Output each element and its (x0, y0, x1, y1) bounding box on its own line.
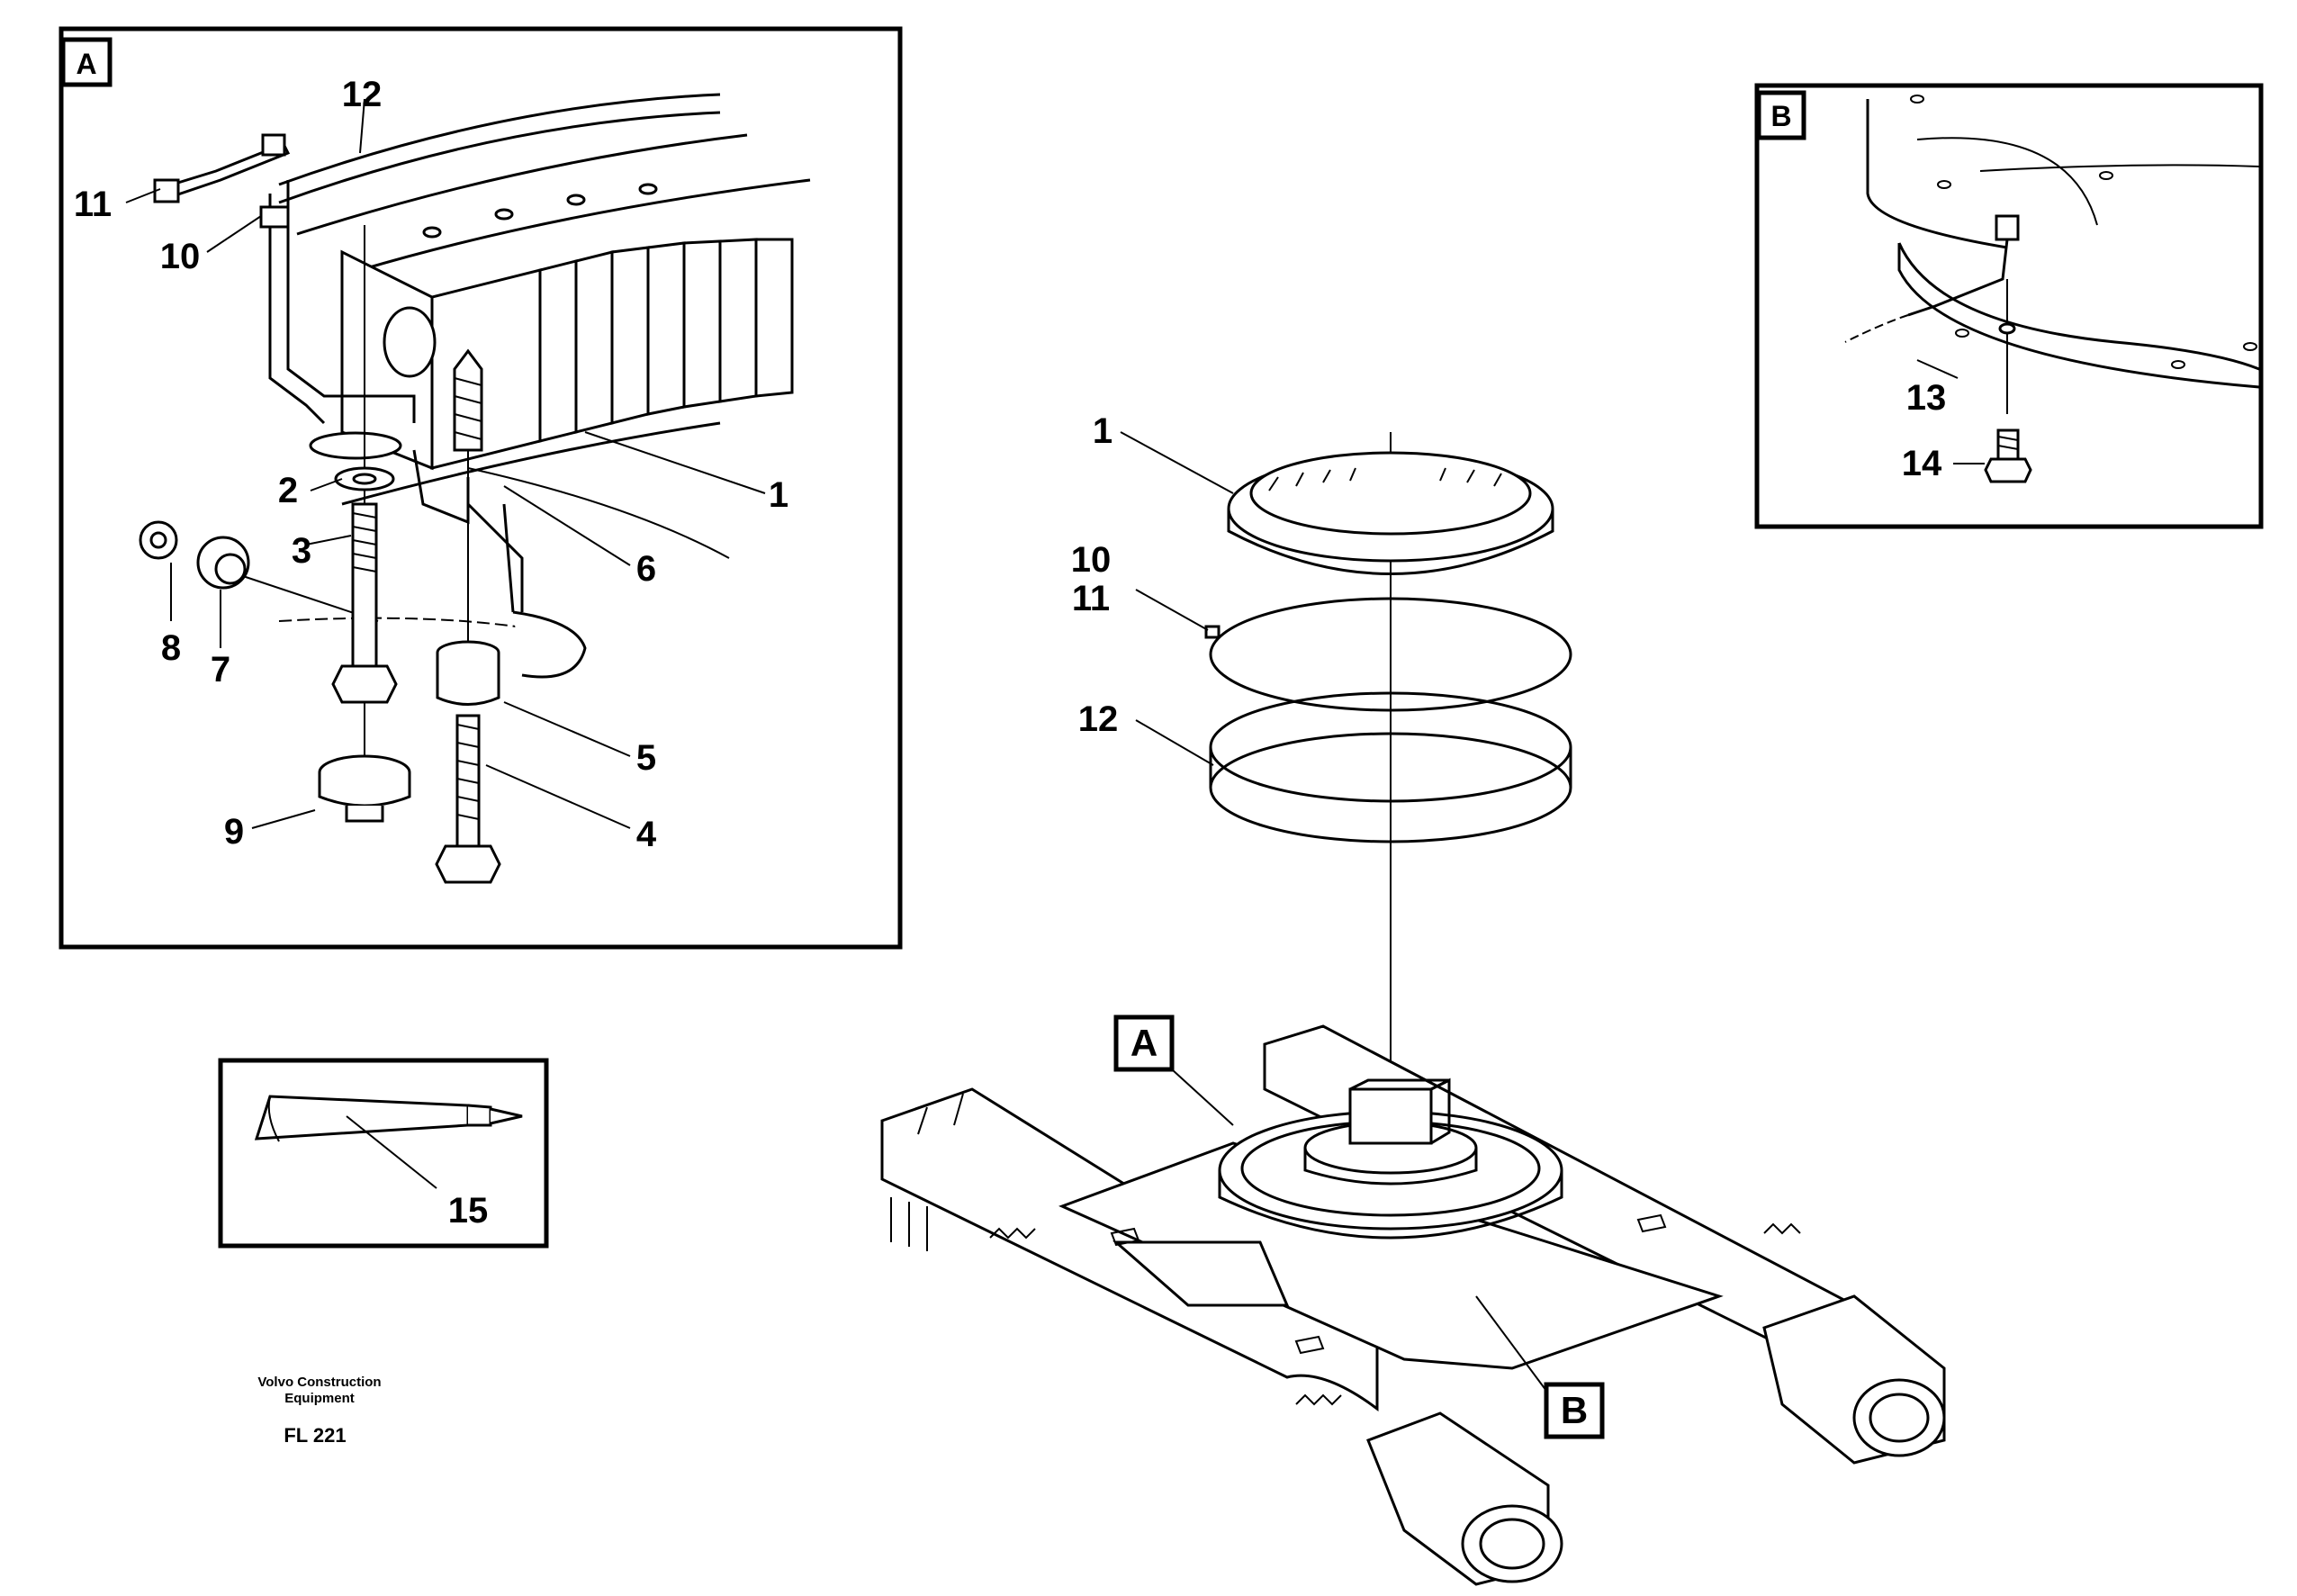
company-line-1: Volvo Construction (257, 1375, 381, 1390)
callout-5: 5 (636, 738, 656, 778)
callout-12-main: 12 (1078, 699, 1119, 739)
callout-11-main: 11 (1072, 579, 1110, 618)
figure-code: FL 221 (284, 1424, 346, 1447)
sealant-tube-icon (254, 1095, 470, 1141)
callout-7: 7 (211, 650, 230, 690)
callout-6: 6 (636, 549, 656, 589)
company-line-2: Equipment (284, 1391, 355, 1406)
callout-4: 4 (636, 815, 657, 854)
footer: Volvo Construction Equipment FL 221 (257, 1375, 381, 1447)
detail-a-tag-box (60, 37, 113, 87)
part-1-slew-bearing (1227, 451, 1554, 575)
callout-1-main: 1 (1093, 411, 1112, 451)
detail-b-tag: B (1770, 100, 1791, 132)
part-4-5-stud (435, 348, 501, 884)
main-tag-b-box (1544, 1382, 1605, 1439)
ring-holes (422, 183, 658, 239)
gear-teeth (340, 238, 794, 471)
undercarriage-frame (880, 1024, 1946, 1586)
callout-12: 12 (342, 75, 383, 114)
sealant-frame (218, 1058, 549, 1249)
main-tag-a: A (1130, 1022, 1158, 1064)
detail-a-panel: A (59, 26, 903, 950)
detail-b-panel: B 13 14 (1754, 83, 2264, 529)
callout-10: 10 (160, 237, 201, 276)
detail-a-tag: A (76, 48, 96, 80)
part-14-bolt (1984, 428, 2032, 483)
callout-11: 11 (74, 185, 112, 224)
part-10-11-ring (1209, 597, 1572, 712)
sealant-panel: 15 (218, 1058, 549, 1249)
exploded-view: 1 10 11 12 (880, 411, 1946, 1586)
callout-14: 14 (1902, 444, 1942, 483)
callout-1-detail: 1 (769, 475, 788, 515)
callout-8: 8 (161, 628, 181, 668)
main-tag-a-box (1113, 1014, 1175, 1072)
callout-9: 9 (224, 812, 244, 852)
callout-10-main: 10 (1071, 540, 1112, 580)
detail-a-frame (59, 26, 903, 950)
detail-b-tag-box (1756, 90, 1806, 140)
callout-2: 2 (278, 471, 298, 510)
detail-b-frame (1754, 83, 2264, 529)
main-tag-b: B (1561, 1389, 1588, 1431)
part-9-cap (318, 702, 411, 823)
part-12-ring (1209, 691, 1572, 843)
part-3-bolt (331, 466, 398, 704)
callout-3: 3 (292, 531, 311, 571)
callout-15: 15 (448, 1191, 489, 1231)
callout-13: 13 (1906, 378, 1947, 418)
